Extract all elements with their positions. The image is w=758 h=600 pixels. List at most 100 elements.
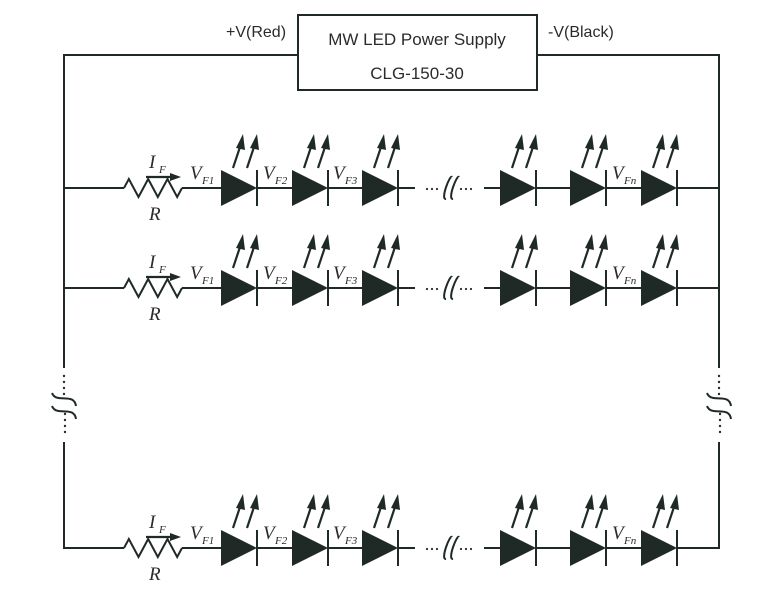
- light-emission-arrow-head: [250, 234, 259, 250]
- current-label-subscript: F: [158, 164, 166, 176]
- continuation-dot: [718, 430, 722, 434]
- negative-terminal-label: -V(Black): [548, 24, 614, 41]
- continuation-dot: [63, 430, 67, 434]
- power-supply-box: [297, 14, 538, 91]
- light-emission-arrow-head: [321, 234, 330, 250]
- led-triangle: [500, 170, 536, 206]
- continuation-dot: [425, 187, 429, 191]
- led: [500, 134, 538, 206]
- resistor-label: R: [148, 304, 161, 325]
- continuation-dot: [464, 287, 468, 291]
- break-wave: [450, 535, 460, 560]
- continuation-dot: [425, 547, 429, 551]
- break-wave: [450, 175, 460, 200]
- led: [500, 494, 538, 566]
- light-emission-arrow-head: [529, 134, 538, 150]
- continuation-dot: [63, 424, 67, 428]
- continuation-dot: [717, 386, 721, 390]
- led-triangle: [500, 530, 536, 566]
- led-triangle: [292, 170, 328, 206]
- continuation-dot: [459, 187, 463, 191]
- light-emission-arrow-head: [236, 494, 245, 510]
- led: [221, 134, 259, 206]
- light-emission-arrow-head: [585, 494, 594, 510]
- light-emission-arrow-head: [307, 234, 316, 250]
- continuation-dot: [63, 412, 67, 416]
- voltage-label-subscript: F2: [274, 175, 288, 187]
- led: [570, 494, 608, 566]
- break-wave: [51, 405, 77, 420]
- led: [292, 234, 330, 306]
- continuation-dot: [435, 287, 439, 291]
- light-emission-arrow-head: [391, 134, 400, 150]
- led-triangle: [570, 530, 606, 566]
- light-emission-arrow-head: [250, 134, 259, 150]
- led-triangle: [362, 530, 398, 566]
- continuation-dot: [435, 187, 439, 191]
- current-arrow-head: [170, 273, 181, 281]
- break-wave: [450, 275, 460, 300]
- light-emission-arrow-head: [377, 234, 386, 250]
- continuation-dot: [718, 424, 722, 428]
- voltage-label-subscript: F1: [201, 535, 214, 547]
- break-wave: [706, 392, 732, 407]
- led: [292, 134, 330, 206]
- continuation-dot: [464, 547, 468, 551]
- light-emission-arrow-head: [656, 234, 665, 250]
- continuation-dot: [717, 374, 721, 378]
- break-wave: [51, 392, 77, 407]
- continuation-dot: [62, 374, 66, 378]
- led-triangle: [570, 170, 606, 206]
- current-label: I: [148, 252, 157, 273]
- string-break: [425, 175, 473, 200]
- right-rail-break: [706, 374, 732, 434]
- led: [221, 234, 259, 306]
- continuation-dot: [717, 392, 721, 396]
- light-emission-arrow-head: [599, 234, 608, 250]
- voltage-label-subscript: Fn: [623, 175, 637, 187]
- light-emission-arrow-head: [515, 134, 524, 150]
- led: [362, 234, 400, 306]
- led-triangle: [362, 170, 398, 206]
- continuation-dot: [469, 187, 473, 191]
- string-break: [425, 275, 473, 300]
- continuation-dot: [717, 380, 721, 384]
- voltage-label: V: [612, 163, 626, 184]
- light-emission-arrow-head: [391, 234, 400, 250]
- light-emission-arrow-head: [585, 134, 594, 150]
- continuation-dot: [459, 287, 463, 291]
- voltage-label-subscript: Fn: [623, 275, 637, 287]
- continuation-dot: [62, 386, 66, 390]
- light-emission-arrow-head: [585, 234, 594, 250]
- current-label-subscript: F: [158, 264, 166, 276]
- continuation-dot: [718, 412, 722, 416]
- led: [570, 234, 608, 306]
- break-wave: [443, 175, 453, 200]
- voltage-label: V: [612, 523, 626, 544]
- left-rail-break: [51, 374, 77, 434]
- led: [362, 134, 400, 206]
- led: [641, 134, 679, 206]
- continuation-dot: [62, 392, 66, 396]
- light-emission-arrow-head: [307, 134, 316, 150]
- voltage-label: V: [190, 263, 204, 284]
- light-emission-arrow-head: [656, 494, 665, 510]
- led: [641, 234, 679, 306]
- light-emission-arrow-head: [307, 494, 316, 510]
- led-triangle: [570, 270, 606, 306]
- continuation-dot: [430, 547, 434, 551]
- light-emission-arrow-head: [236, 234, 245, 250]
- power-supply-model: CLG-150-30: [370, 64, 464, 83]
- led-triangle: [362, 270, 398, 306]
- led: [500, 234, 538, 306]
- led-triangle: [221, 170, 257, 206]
- current-label: I: [148, 152, 157, 173]
- led-triangle: [292, 270, 328, 306]
- light-emission-arrow-head: [321, 134, 330, 150]
- light-emission-arrow-head: [250, 494, 259, 510]
- led-triangle: [292, 530, 328, 566]
